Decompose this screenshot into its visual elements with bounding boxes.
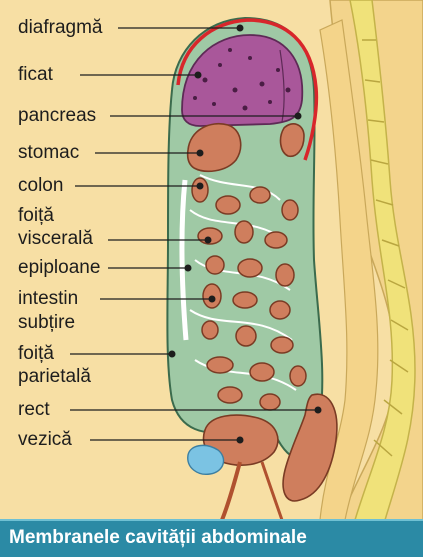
stomach <box>186 123 242 173</box>
greater-omentum <box>179 179 189 341</box>
label-foita-viscerala-line2: viscerală <box>18 228 93 249</box>
bladder-outflow <box>260 461 284 521</box>
label-foita-parietala-line1: foiță <box>18 343 54 364</box>
pancreas <box>279 123 305 158</box>
caption-title: Membranele cavității abdominale <box>9 527 307 548</box>
label-stomac: stomac <box>18 142 80 163</box>
label-foita-viscerala-line1: foiță <box>18 205 54 226</box>
label-colon: colon <box>18 175 64 196</box>
label-foita-parietala-line2: parietală <box>18 366 91 387</box>
label-intestin-line2: subțire <box>18 312 76 333</box>
leader-lines <box>70 27 318 441</box>
urethra <box>220 461 242 521</box>
liver-speckles <box>193 48 291 111</box>
label-ficat: ficat <box>18 64 53 85</box>
label-epiploane: epiploane <box>18 257 101 278</box>
label-vezica: vezică <box>18 429 72 450</box>
label-rect: rect <box>18 399 50 420</box>
label-diafragma: diafragmă <box>18 17 103 38</box>
caption-bar: Membranele cavității abdominale <box>0 519 423 557</box>
diaphragm-red-line <box>176 18 319 161</box>
rectum <box>282 393 338 502</box>
liver <box>181 34 304 127</box>
pubic-bone-blue <box>187 444 225 475</box>
vertebrae-lines <box>362 39 409 457</box>
label-intestin-line1: intestin <box>18 288 79 309</box>
label-pancreas: pancreas <box>18 105 97 126</box>
leader-dots <box>168 24 322 444</box>
